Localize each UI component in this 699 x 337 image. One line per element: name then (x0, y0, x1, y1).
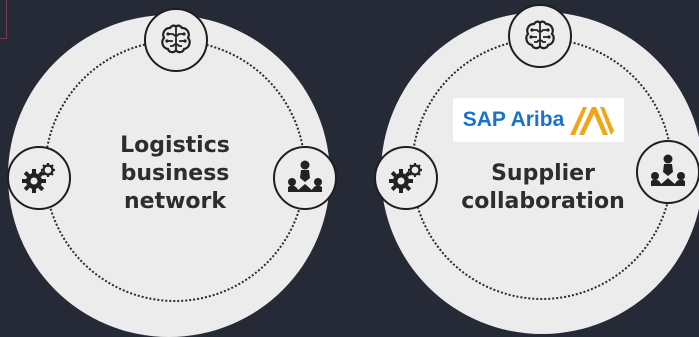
team-collaboration-icon (288, 160, 322, 192)
ai-brain-node[interactable] (144, 8, 208, 72)
card-label: Supplier collaboration (461, 161, 625, 214)
gears-node[interactable] (374, 146, 438, 210)
collaboration-node[interactable] (636, 140, 699, 204)
ai-brain-icon (161, 24, 191, 54)
gears-icon (389, 163, 422, 193)
gears-icon (22, 163, 55, 193)
card-label: Logistics business network (120, 133, 230, 214)
sap-ariba-logo: SAP Ariba (453, 98, 624, 142)
team-collaboration-icon (651, 154, 685, 186)
ai-brain-icon (525, 20, 555, 50)
ariba-chevron-icon (570, 107, 615, 135)
corner-frame-mark (0, 0, 7, 39)
collaboration-node[interactable] (273, 146, 337, 210)
ai-brain-node[interactable] (508, 4, 572, 68)
logo-text: SAP Ariba (462, 108, 565, 131)
gears-node[interactable] (7, 146, 71, 210)
